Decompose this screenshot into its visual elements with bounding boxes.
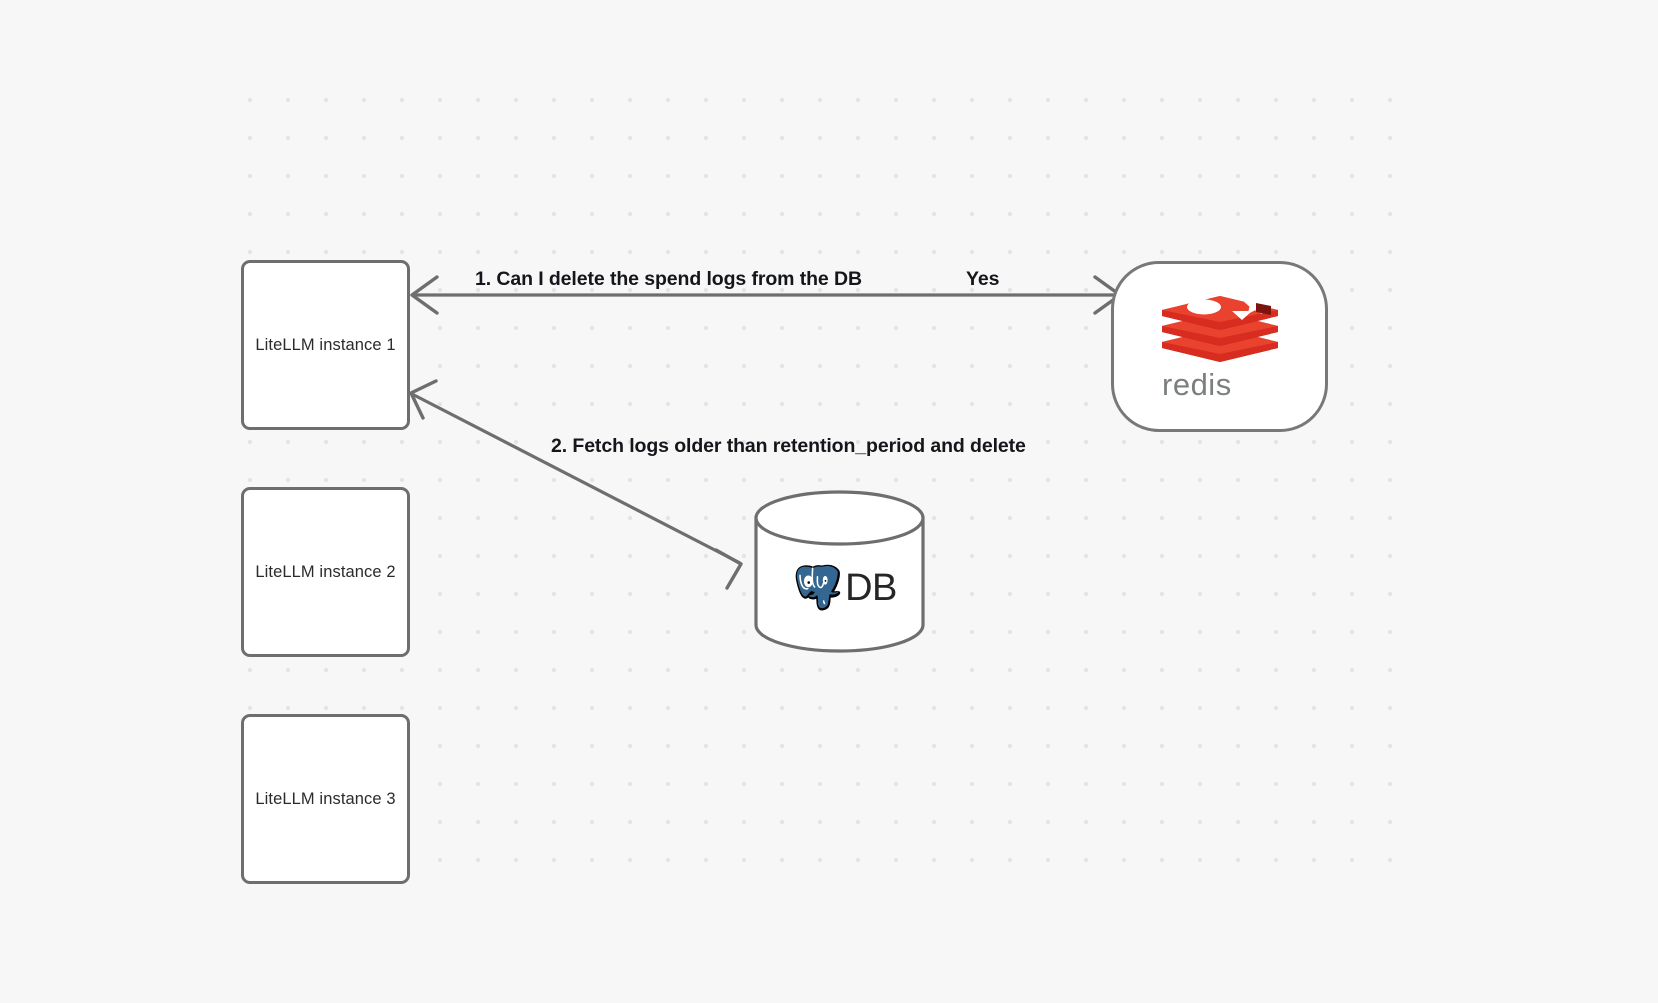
node-litellm-instance-1[interactable]: LiteLLM instance 1: [241, 260, 410, 430]
arrowhead-left-icon: [410, 275, 439, 315]
arrowhead-upleft-icon: [409, 379, 438, 420]
node-label: LiteLLM instance 1: [255, 335, 396, 354]
edge-label-reply: Yes: [966, 268, 1000, 290]
node-litellm-instance-2[interactable]: LiteLLM instance 2: [241, 487, 410, 657]
redis-wordmark: redis: [1162, 367, 1232, 402]
postgresql-elephant-icon: [795, 564, 841, 610]
redis-logo-icon: [1161, 293, 1278, 362]
edge-label-fetch-delete: 2. Fetch logs older than retention_perio…: [551, 435, 1026, 457]
node-label: LiteLLM instance 3: [255, 789, 396, 808]
node-litellm-instance-3[interactable]: LiteLLM instance 3: [241, 714, 410, 884]
arrowhead-downright-icon: [714, 548, 743, 590]
node-redis[interactable]: redis: [1111, 261, 1328, 432]
db-label: DB: [845, 567, 897, 609]
node-label: LiteLLM instance 2: [255, 562, 396, 581]
node-db[interactable]: DB: [752, 490, 927, 653]
redis-wordmark-text: redis: [1162, 367, 1232, 402]
edge-litellm1-db: [409, 379, 743, 590]
edge-label-request: 1. Can I delete the spend logs from the …: [475, 268, 862, 290]
database-cylinder-icon: [754, 490, 925, 653]
